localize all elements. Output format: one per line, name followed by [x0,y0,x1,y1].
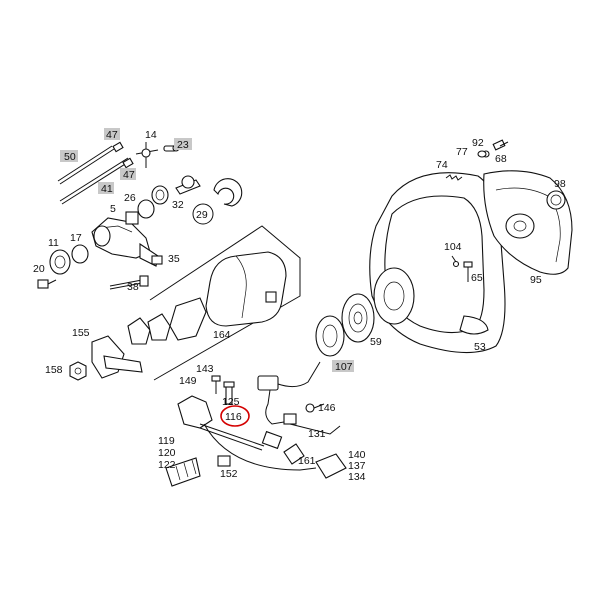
label-53[interactable]: 53 [474,341,486,353]
highlight-41 [98,182,114,194]
part-5-lock-housing[interactable] [91,211,159,267]
label-92[interactable]: 92 [472,137,484,149]
part-164-column-housing[interactable] [127,225,301,381]
label-26[interactable]: 26 [124,192,136,204]
label-125[interactable]: 125 [222,396,240,408]
part-11-ring[interactable] [49,249,71,275]
part-65-screw[interactable] [463,261,473,282]
part-104-screw[interactable] [451,255,460,268]
label-29[interactable]: 29 [196,209,208,221]
highlight-23 [174,138,192,150]
label-155[interactable]: 155 [72,327,90,339]
label-59[interactable]: 59 [370,336,382,348]
part-14-cross-bracket[interactable] [135,142,159,168]
part-35-clip[interactable] [151,255,163,265]
part-98-emblem[interactable] [546,190,566,210]
highlight-47b [120,168,136,180]
label-65[interactable]: 65 [471,272,483,284]
label-146[interactable]: 146 [318,402,336,414]
label-14[interactable]: 14 [145,129,157,141]
part-131-cable[interactable] [283,413,341,435]
label-74[interactable]: 74 [436,159,448,171]
part-134-switch-module[interactable] [203,423,347,479]
part-116-combination-switch[interactable] [177,395,283,451]
label-122[interactable]: 122 [158,459,176,471]
highlight-50 [60,150,78,162]
part-158-nut[interactable] [69,361,87,381]
label-134[interactable]: 134 [348,471,366,483]
part-59-clock-spring[interactable] [341,293,375,343]
part-53-steering-wheel[interactable] [369,172,506,354]
part-32-key[interactable] [175,175,243,207]
label-164[interactable]: 164 [213,329,231,341]
label-120[interactable]: 120 [158,447,176,459]
part-77-washer[interactable] [477,150,487,158]
label-98[interactable]: 98 [554,178,566,190]
label-131[interactable]: 131 [308,428,326,440]
part-20-bolt[interactable] [37,279,57,289]
label-47a[interactable]: 47 [106,129,118,141]
part-107-wiring-harness[interactable] [257,361,321,425]
label-11[interactable]: 11 [48,237,59,249]
part-38-bolt[interactable] [109,275,149,290]
part-155-shift-housing[interactable] [91,335,143,379]
label-5[interactable]: 5 [110,203,116,215]
label-137[interactable]: 137 [348,460,366,472]
part-152-small-connector[interactable] [217,455,231,467]
part-125-screw[interactable] [223,381,235,405]
highlight-107 [332,360,354,372]
label-77[interactable]: 77 [456,146,468,158]
part-143-screw[interactable] [211,375,221,394]
label-35[interactable]: 35 [168,253,180,265]
label-143[interactable]: 143 [196,363,214,375]
label-32[interactable]: 32 [172,199,184,211]
label-95[interactable]: 95 [530,274,542,286]
shaft-50-drawing[interactable] [57,145,115,185]
circle-ring-29 [192,203,214,225]
part-107-contact-ring[interactable] [315,315,345,357]
label-68[interactable]: 68 [495,153,507,165]
part-26-sleeve[interactable] [137,185,169,219]
part-74-spring[interactable] [445,174,463,181]
label-149[interactable]: 149 [179,375,197,387]
label-23[interactable]: 23 [177,139,189,151]
label-50[interactable]: 50 [64,151,76,163]
label-38[interactable]: 38 [127,281,139,293]
label-104[interactable]: 104 [444,241,462,253]
part-161-clip[interactable] [283,443,305,465]
part-146-screw[interactable] [305,403,325,413]
shaft-41-drawing[interactable] [59,157,131,205]
label-41[interactable]: 41 [101,183,113,195]
part-119-connector[interactable] [165,457,201,487]
label-158[interactable]: 158 [45,364,63,376]
label-17[interactable]: 17 [70,232,82,244]
highlight-47a [104,128,120,140]
part-17-bushing[interactable] [71,244,89,264]
label-47b[interactable]: 47 [123,169,135,181]
label-119[interactable]: 119 [158,435,175,447]
label-116[interactable]: 116 [225,411,242,423]
label-140[interactable]: 140 [348,449,366,461]
part-68-bolt[interactable] [492,139,509,151]
label-152[interactable]: 152 [220,468,238,480]
part-47-small-pin[interactable] [112,141,134,169]
label-107[interactable]: 107 [335,361,353,373]
selected-ring-116 [220,405,250,427]
label-161[interactable]: 161 [298,455,316,467]
label-20[interactable]: 20 [33,263,45,275]
